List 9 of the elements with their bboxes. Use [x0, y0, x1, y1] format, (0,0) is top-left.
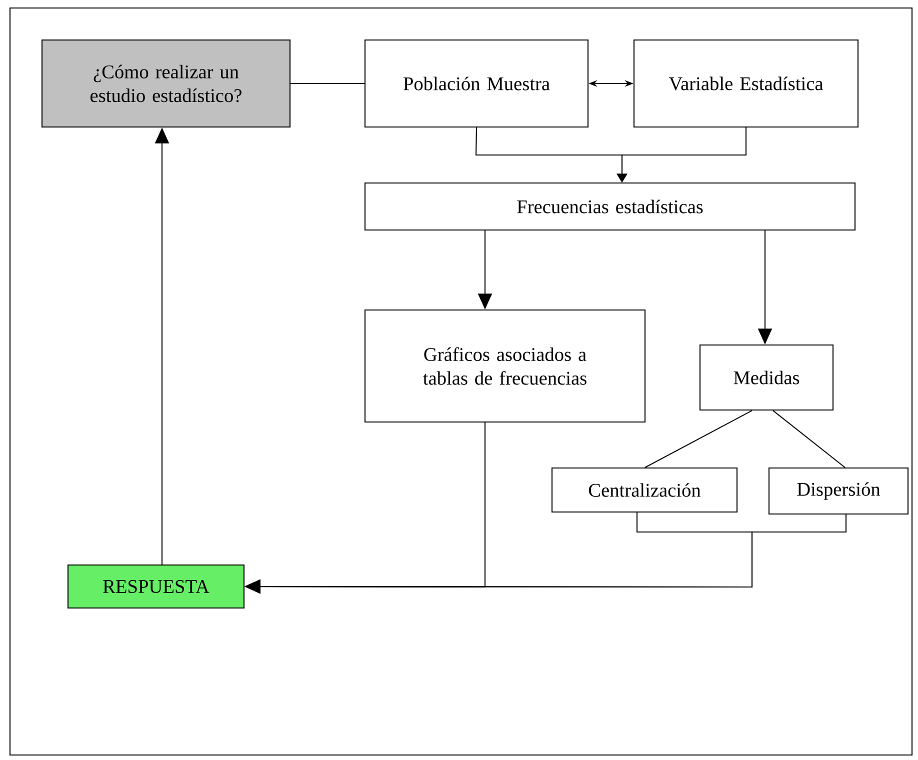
process-box: Centralización [551, 467, 738, 513]
process-box: Gráficos asociados a tablas de frecuencias [364, 309, 646, 423]
process-box: Medidas [699, 344, 834, 411]
process-box: Dispersión [768, 467, 909, 515]
process-box: Frecuencias estadísticas [364, 182, 856, 231]
answer-box: RESPUESTA [67, 564, 245, 609]
process-box: Población Muestra [364, 39, 589, 128]
process-box: Variable Estadística [633, 39, 859, 128]
question-box: ¿Cómo realizar un estudio estadístico? [41, 39, 291, 128]
